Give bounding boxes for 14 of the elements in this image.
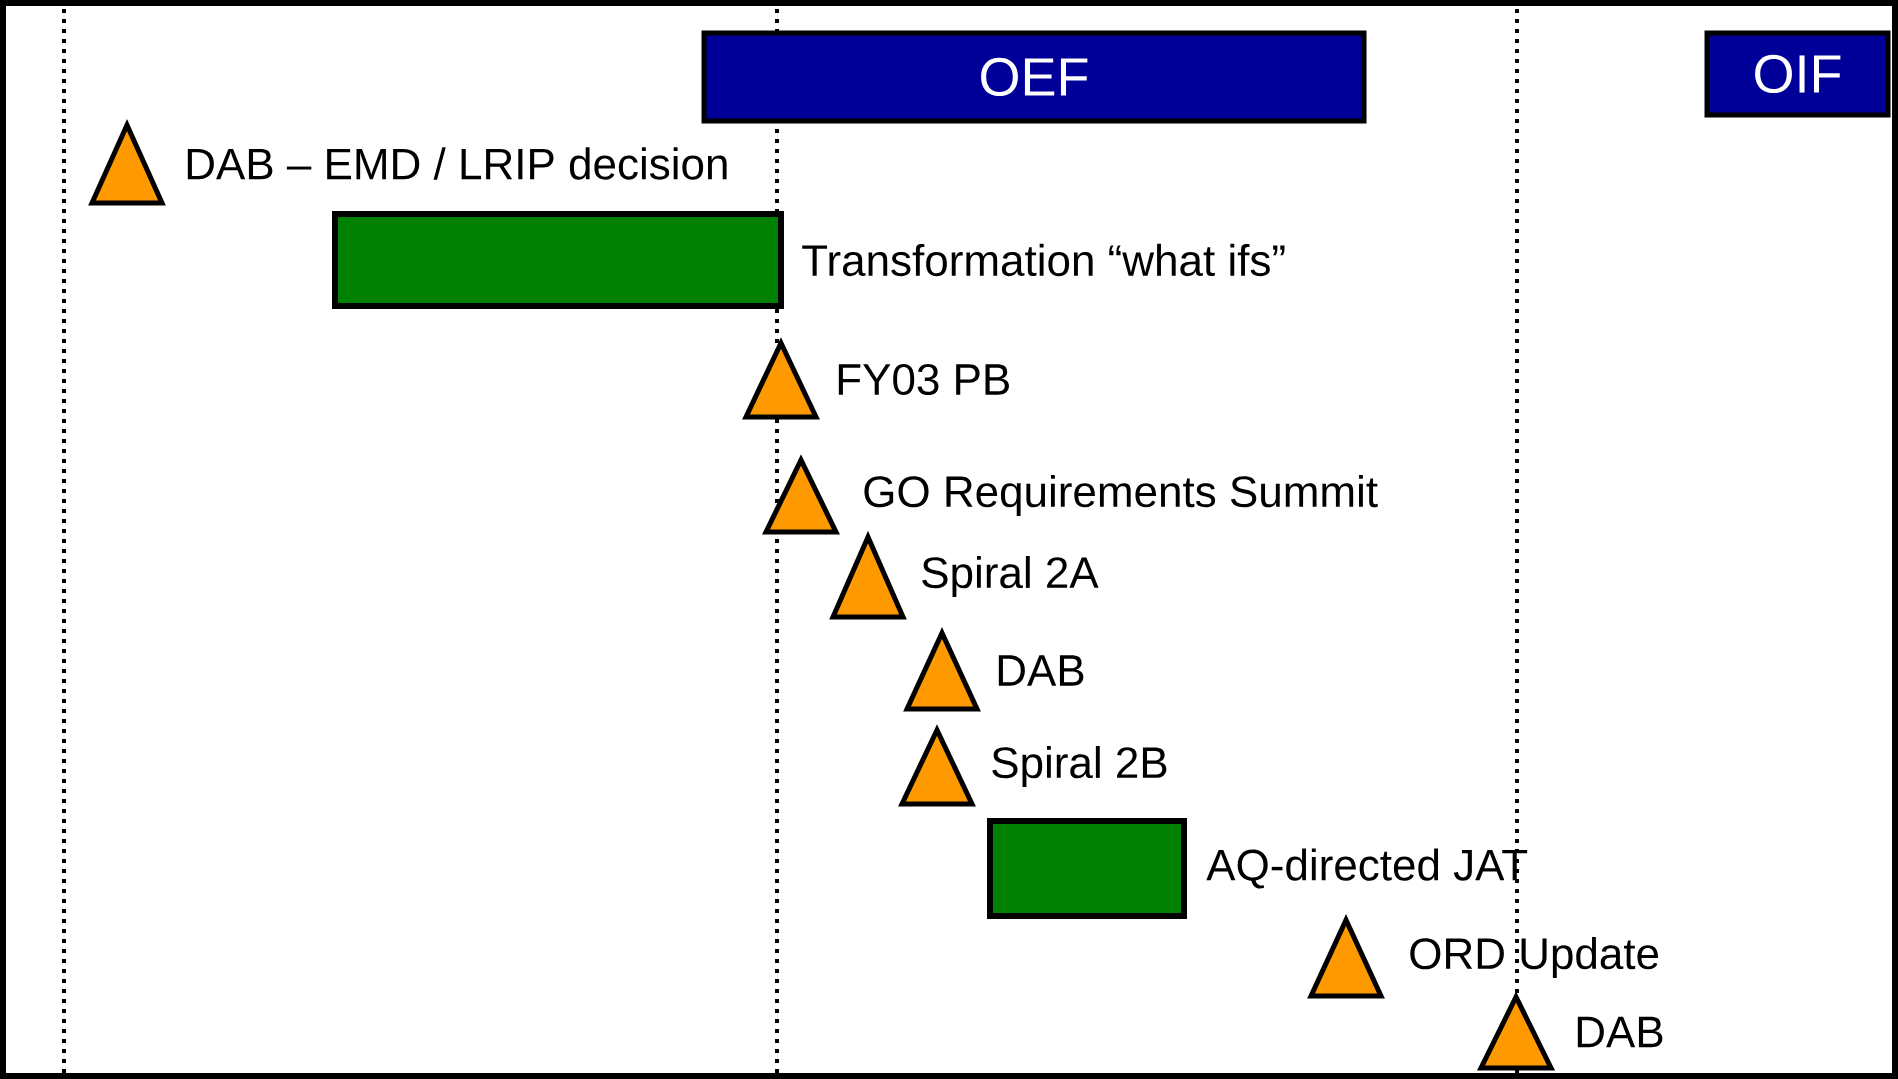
activity-bar xyxy=(987,818,1187,919)
milestone-label: Spiral 2B xyxy=(992,746,1167,787)
milestone-label: AQ-directed JAT xyxy=(1206,848,1528,889)
milestone-label: ORD Update xyxy=(1410,937,1659,978)
milestone-label: DAB xyxy=(998,655,1084,686)
activity-bar xyxy=(332,211,784,309)
milestone-label: Transformation “what ifs” xyxy=(802,243,1285,277)
milestone-label: FY03 PB xyxy=(838,363,1009,396)
milestone-label: Spiral 2A xyxy=(922,556,1099,597)
milestone-label: DAB – EMD / LRIP decision xyxy=(187,147,727,180)
milestone-label: GO Requirements Summit xyxy=(864,475,1378,516)
phase-box: OIF xyxy=(1704,30,1891,118)
milestone-label: DAB xyxy=(1577,1016,1663,1048)
phase-box: OEF xyxy=(701,30,1367,124)
